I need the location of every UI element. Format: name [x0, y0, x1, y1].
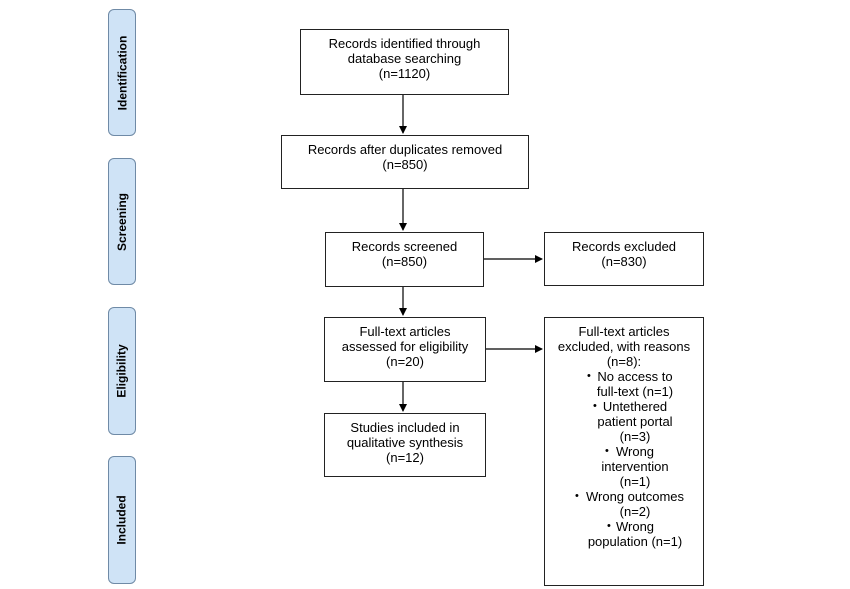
studies-included-line-1: Studies included in: [350, 420, 460, 435]
reason-line: (n=2): [619, 504, 651, 519]
fulltext-excluded-heading-1: Full-text articles: [578, 324, 670, 339]
records-excluded-box: Records excluded (n=830): [544, 232, 704, 286]
records-identified-line-1: Records identified through: [328, 36, 481, 51]
bullet-icon: •: [607, 520, 611, 532]
records-deduplicated-box: Records after duplicates removed (n=850): [281, 135, 529, 189]
records-screened-count: (n=850): [381, 254, 428, 269]
studies-included-box: Studies included in qualitative synthesi…: [324, 413, 486, 477]
fulltext-excluded-heading-3: (n=8):: [606, 354, 642, 369]
studies-included-line-2: qualitative synthesis: [346, 435, 464, 450]
fulltext-assessed-line-1: Full-text articles: [359, 324, 451, 339]
bullet-icon: •: [575, 490, 579, 502]
records-identified-box: Records identified through database sear…: [300, 29, 509, 95]
records-deduplicated-count: (n=850): [382, 157, 428, 172]
reason-line: Wrong: [615, 444, 655, 459]
stage-screening: Screening: [108, 158, 136, 285]
records-screened-box: Records screened (n=850): [325, 232, 484, 287]
reason-line: population (n=1): [587, 534, 683, 549]
stage-included: Included: [108, 456, 136, 584]
records-identified-count: (n=1120): [378, 66, 431, 81]
fulltext-assessed-line-2: assessed for eligibility: [341, 339, 469, 354]
records-screened-line-1: Records screened: [351, 239, 458, 254]
bullet-icon: •: [587, 370, 591, 382]
reason-item: • Wrong population (n=1): [545, 519, 703, 549]
reason-line: No access to: [597, 369, 673, 384]
stage-eligibility: Eligibility: [108, 307, 136, 435]
reason-item: • No access to full-text (n=1): [545, 369, 703, 399]
records-deduplicated-line-1: Records after duplicates removed: [307, 142, 503, 157]
fulltext-excluded-heading-2: excluded, with reasons: [557, 339, 691, 354]
reason-line: Untethered: [602, 399, 668, 414]
records-excluded-line-1: Records excluded: [571, 239, 677, 254]
reason-line: Wrong outcomes: [585, 489, 685, 504]
reason-line: Wrong: [615, 519, 655, 534]
fulltext-assessed-count: (n=20): [386, 354, 424, 369]
fulltext-assessed-box: Full-text articles assessed for eligibil…: [324, 317, 486, 382]
reason-line: patient portal: [597, 414, 673, 429]
records-excluded-count: (n=830): [601, 254, 647, 269]
reason-line: full-text (n=1): [596, 384, 674, 399]
studies-included-count: (n=12): [386, 450, 424, 465]
reason-line: intervention: [601, 459, 669, 474]
reason-item: • Wrong outcomes (n=2): [545, 489, 703, 519]
records-identified-line-2: database searching: [347, 51, 462, 66]
bullet-icon: •: [605, 445, 609, 457]
bullet-icon: •: [593, 400, 597, 412]
reason-item: • Untethered patient portal (n=3): [545, 399, 703, 444]
reason-line: (n=1): [619, 474, 651, 489]
exclusion-reasons-list: • No access to full-text (n=1) • Untethe…: [545, 369, 703, 549]
reason-item: • Wrong intervention (n=1): [545, 444, 703, 489]
stage-identification: Identification: [108, 9, 136, 136]
fulltext-excluded-box: Full-text articles excluded, with reason…: [544, 317, 704, 586]
reason-line: (n=3): [619, 429, 651, 444]
